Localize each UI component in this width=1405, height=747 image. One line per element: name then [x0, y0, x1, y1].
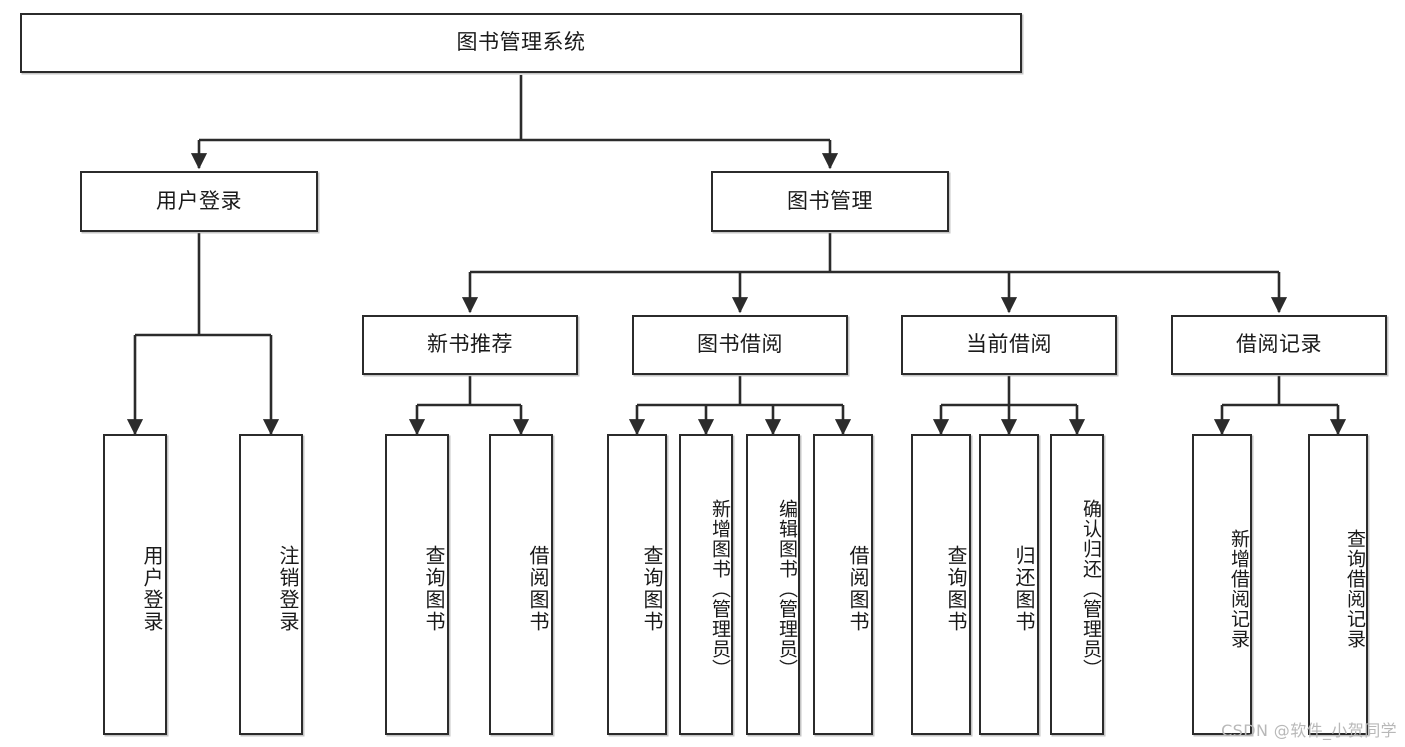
leaf-new-book-query-book[interactable]: 查询图书	[385, 434, 449, 735]
leaf-borrow-query-book[interactable]: 查询图书	[607, 434, 667, 735]
leaf-borrow-add-book-admin[interactable]: 新增图书（管理员）	[679, 434, 733, 735]
node-user-login[interactable]: 用户登录	[80, 171, 318, 232]
node-new-book-recommend[interactable]: 新书推荐	[362, 315, 578, 375]
node-book-management[interactable]: 图书管理	[711, 171, 949, 232]
node-borrow-record[interactable]: 借阅记录	[1171, 315, 1387, 375]
node-book-borrow[interactable]: 图书借阅	[632, 315, 848, 375]
csdn-watermark: CSDN @软件_小贺同学	[1221, 721, 1397, 740]
leaf-user-login[interactable]: 用户登录	[103, 434, 167, 735]
node-current-borrow[interactable]: 当前借阅	[901, 315, 1117, 375]
leaf-record-query-borrow-record[interactable]: 查询借阅记录	[1308, 434, 1368, 735]
leaf-logout[interactable]: 注销登录	[239, 434, 303, 735]
leaf-record-add-borrow-record[interactable]: 新增借阅记录	[1192, 434, 1252, 735]
leaf-new-book-borrow-book[interactable]: 借阅图书	[489, 434, 553, 735]
leaf-borrow-borrow-book[interactable]: 借阅图书	[813, 434, 873, 735]
leaf-current-query-book[interactable]: 查询图书	[911, 434, 971, 735]
leaf-borrow-edit-book-admin[interactable]: 编辑图书（管理员）	[746, 434, 800, 735]
node-root-book-management-system[interactable]: 图书管理系统	[20, 13, 1022, 73]
leaf-current-confirm-return-admin[interactable]: 确认归还（管理员）	[1050, 434, 1104, 735]
leaf-current-return-book[interactable]: 归还图书	[979, 434, 1039, 735]
